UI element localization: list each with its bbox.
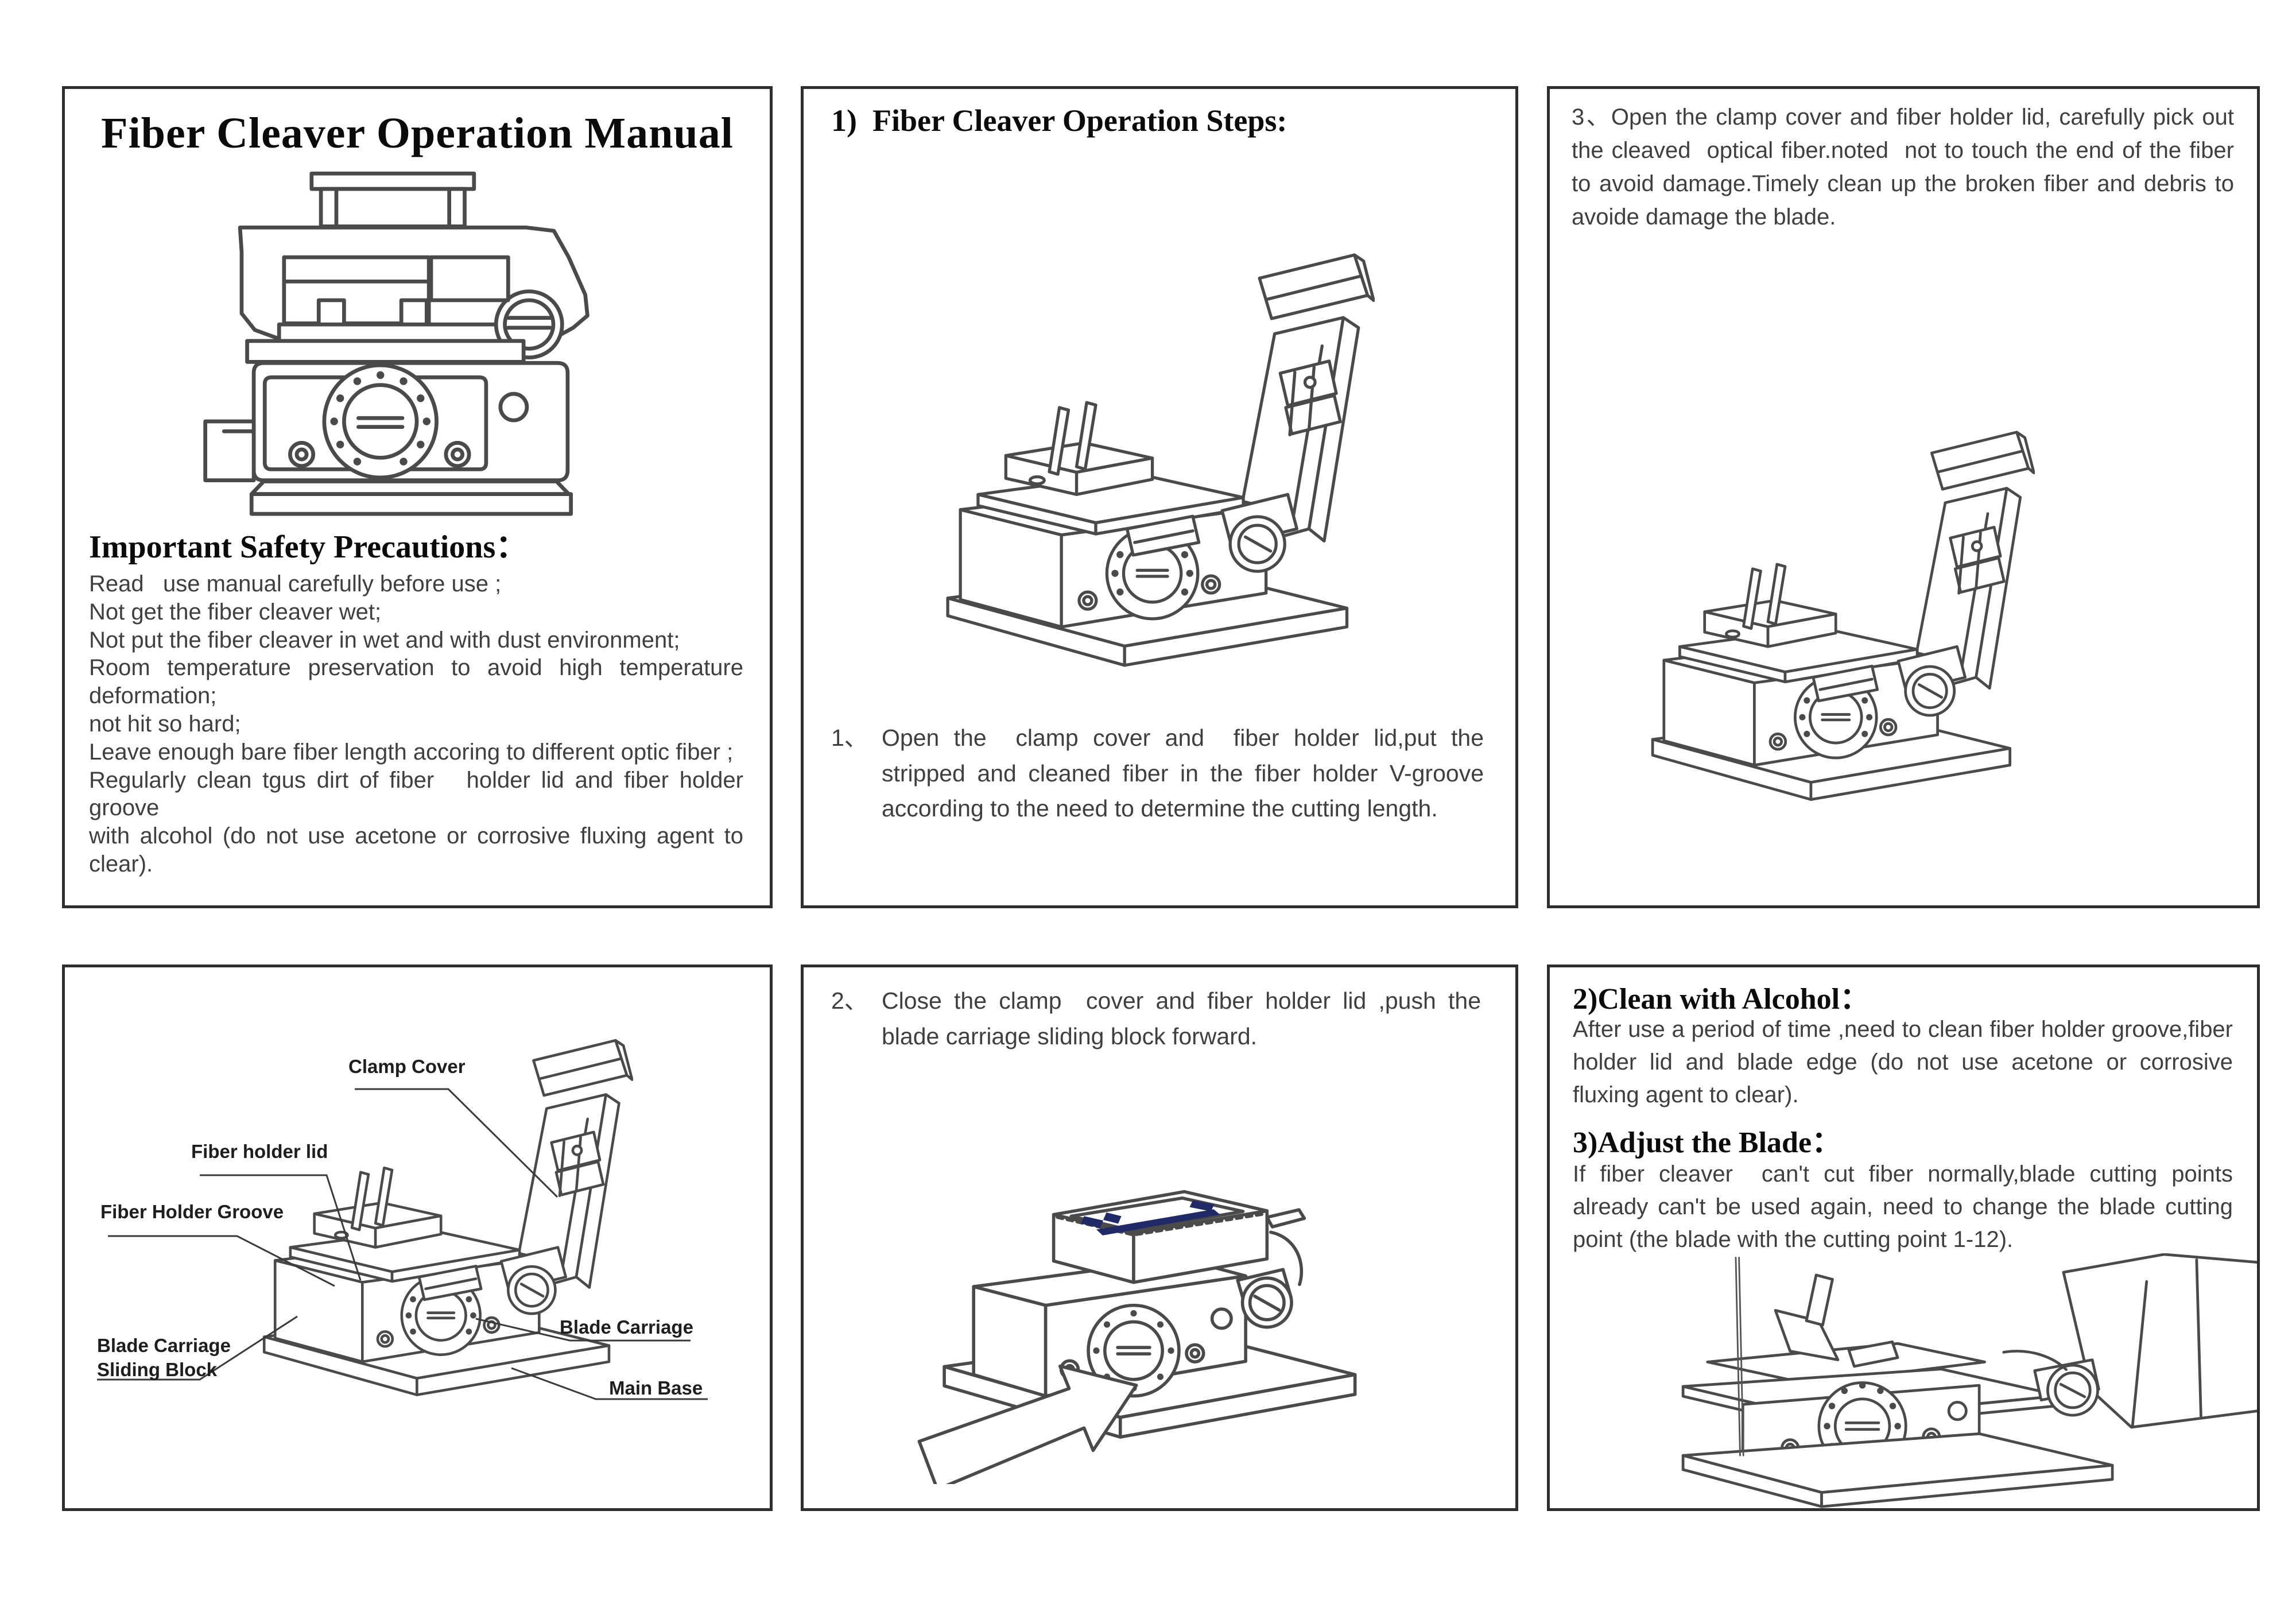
label-blade-carriage: Blade Carriage [560, 1316, 693, 1338]
callout-lines [97, 1088, 708, 1400]
label-clamp-cover: Clamp Cover [348, 1056, 466, 1077]
panel-parts-diagram: Clamp Cover Fiber holder lid Fiber Holde… [62, 964, 773, 1511]
precaution-item: Not get the fiber cleaver wet; [89, 599, 382, 625]
operation-steps-heading: 1) Fiber Cleaver Operation Steps: [831, 103, 1287, 138]
step-2-text: Close the clamp cover and fiber holder l… [882, 987, 1488, 1049]
step-2: 2、 Close the clamp cover and fiber holde… [831, 983, 1481, 1054]
label-blade-carriage-sliding-block: Blade Carriage Sliding Block [97, 1335, 231, 1381]
step-1-text: Open the clamp cover and fiber holder li… [882, 725, 1491, 822]
cleaver-closed-view-figure [917, 1190, 1357, 1484]
precaution-item: Leave enough bare fiber length accoring … [89, 739, 734, 765]
panel-maintenance: 2)Clean with Alcohol： After use a period… [1547, 964, 2260, 1511]
page-title: Fiber Cleaver Operation Manual [101, 109, 734, 157]
step-3-text: 3、Open the clamp cover and fiber holder … [1572, 104, 2247, 230]
precaution-item: Regularly clean tgus dirt of fiber holde… [89, 767, 750, 821]
cleaver-blade-detail-figure [1681, 1253, 2257, 1508]
panel-step-2: 2、 Close the clamp cover and fiber holde… [801, 964, 1518, 1511]
panel-operation-steps: 1) Fiber Cleaver Operation Steps: 1、 Ope… [801, 86, 1518, 908]
adjust-text: If fiber cleaver can't cut fiber normall… [1573, 1161, 2240, 1252]
panel-step-3: 3、Open the clamp cover and fiber holder … [1547, 86, 2260, 908]
step-1-marker: 1、 [831, 725, 868, 751]
label-fiber-holder-lid: Fiber holder lid [191, 1141, 328, 1162]
cleaver-open-view-figure [1619, 425, 2035, 814]
label-fiber-holder-groove: Fiber Holder Groove [100, 1201, 284, 1222]
step-1: 1、 Open the clamp cover and fiber holder… [831, 721, 1484, 827]
panel-title-safety: Fiber Cleaver Operation Manual [62, 86, 773, 908]
clean-heading: 2)Clean with Alcohol： [1573, 983, 1870, 1016]
safety-heading: Important Safety Precautions： [89, 529, 528, 565]
precaution-item: Read use manual carefully before use ; [89, 571, 502, 596]
safety-precautions-list: Read use manual carefully before use ; N… [89, 570, 743, 878]
precaution-item: Not put the fiber cleaver in wet and wit… [89, 627, 680, 653]
label-main-base: Main Base [609, 1377, 703, 1399]
cleaver-front-view-figure [203, 171, 589, 516]
clean-text: After use a period of time ,need to clea… [1573, 1017, 2240, 1107]
precaution-item: Room temperature preservation to avoid h… [89, 655, 750, 709]
precaution-item: with alcohol (do not use acetone or corr… [89, 823, 750, 877]
adjust-heading: 3)Adjust the Blade： [1573, 1126, 1842, 1159]
step-2-marker: 2、 [831, 987, 868, 1014]
cleaver-open-view-figure [910, 247, 1375, 681]
precaution-item: not hit so hard; [89, 711, 241, 737]
